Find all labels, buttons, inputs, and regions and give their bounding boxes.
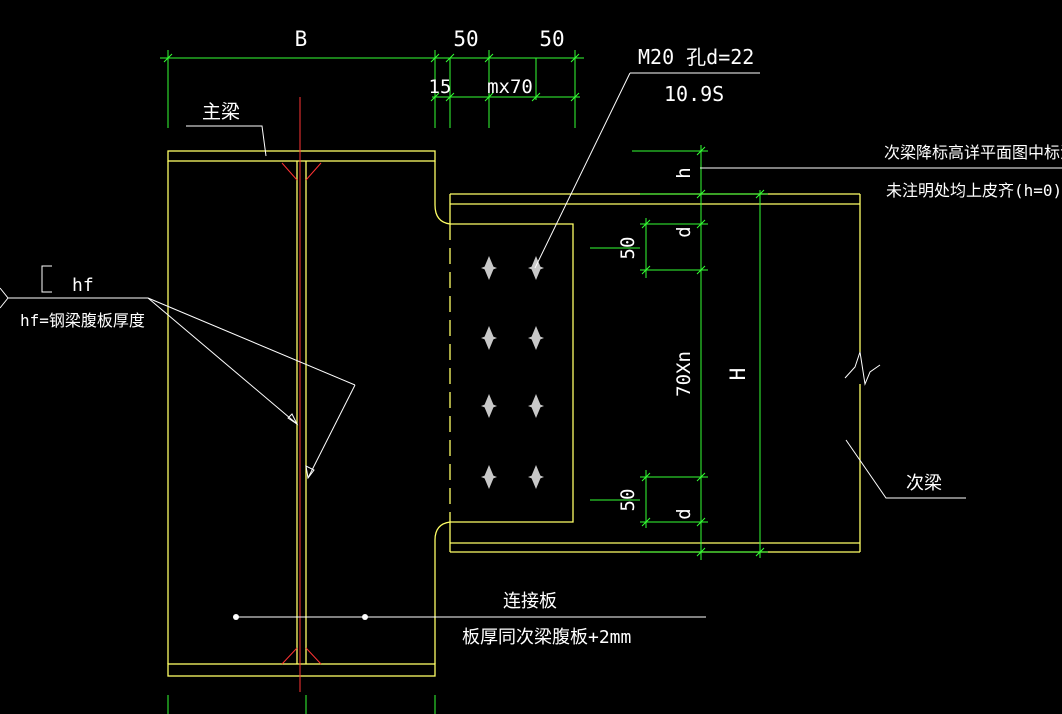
dim-d-top-label: d <box>673 226 695 237</box>
connection-plate <box>450 223 574 523</box>
elevation-note-line2: 未注明处均上皮齐(h=0) <box>886 181 1062 200</box>
dim-b-label: B <box>295 27 308 51</box>
dim-70xn-label: 70Xn <box>673 351 695 397</box>
dim-d-bottom-label: d <box>673 508 695 519</box>
bolt-icon <box>528 256 544 280</box>
right-dimensions <box>590 145 768 560</box>
bolt-group <box>481 256 544 489</box>
bolt-icon <box>481 394 497 418</box>
dim-15-label: 15 <box>429 76 452 98</box>
plate-note-label: 板厚同次梁腹板+2mm <box>462 627 631 648</box>
secondary-beam <box>449 193 881 553</box>
dim-h-label: h <box>673 167 695 178</box>
secondary-beam-label: 次梁 <box>906 473 942 494</box>
bolt-icon <box>481 326 497 350</box>
elevation-note-line1: 次梁降标高详平面图中标注 <box>884 143 1062 162</box>
leaders <box>0 72 1062 620</box>
dim-50-lower-label: 50 <box>617 489 639 512</box>
bolt-icon <box>528 394 544 418</box>
dim-50-upper-label: 50 <box>617 237 639 260</box>
bolt-icon <box>481 256 497 280</box>
bolt-grade-label: 10.9S <box>664 82 724 106</box>
bolt-icon <box>528 465 544 489</box>
dim-mx70-label: mx70 <box>487 76 533 98</box>
dim-50-left-label: 50 <box>453 27 478 51</box>
weld-note-label: hf=钢梁腹板厚度 <box>20 311 145 330</box>
dim-50-right-label: 50 <box>539 27 564 51</box>
bolt-icon <box>481 465 497 489</box>
main-beam-label: 主梁 <box>202 101 240 123</box>
plate-title-label: 连接板 <box>503 591 557 612</box>
dim-h-total-label: H <box>726 368 750 381</box>
bolt-icon <box>528 326 544 350</box>
weld-symbol-label: hf <box>72 275 94 296</box>
bolt-spec-label: M20 孔d=22 <box>638 45 754 69</box>
main-beam <box>167 97 451 714</box>
top-dimensions <box>160 50 584 128</box>
